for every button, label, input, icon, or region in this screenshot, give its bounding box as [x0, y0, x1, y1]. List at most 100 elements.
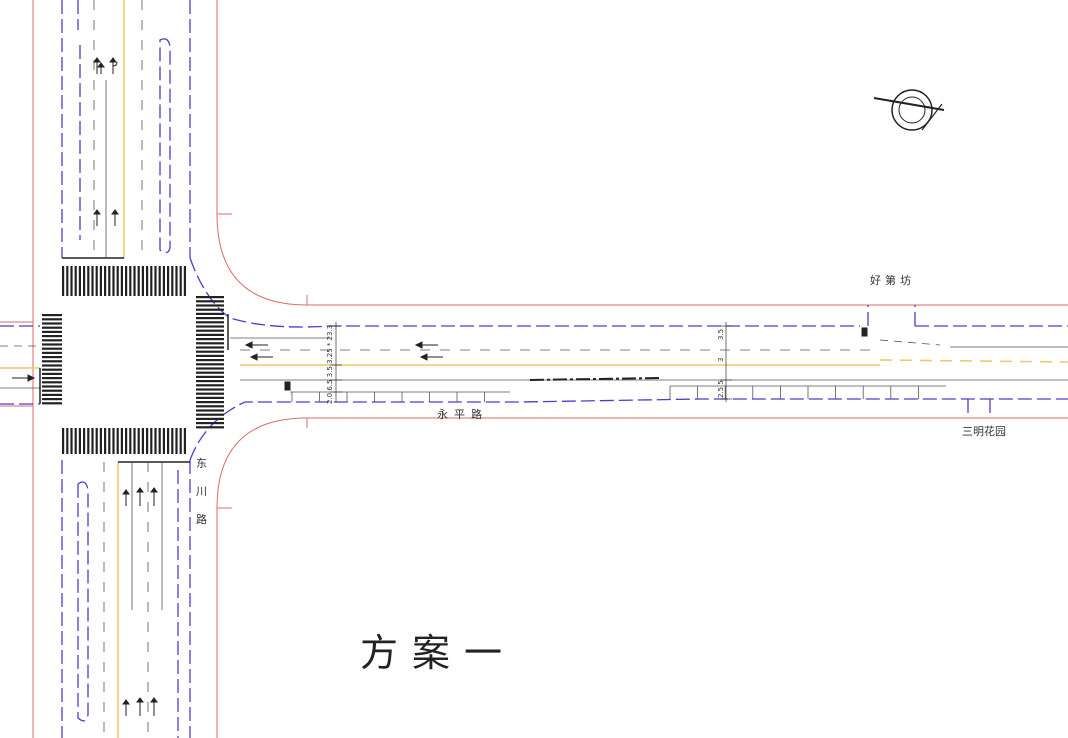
crosswalk-stripe: [196, 338, 224, 341]
crosswalk-stripe: [42, 389, 62, 392]
crosswalk-stripe: [42, 322, 62, 325]
crosswalk-stripe: [42, 339, 62, 342]
arrow-north-1: [93, 57, 105, 74]
crosswalk-stripe: [196, 325, 224, 328]
arrow-south-6: [150, 697, 158, 716]
crosswalk-stripe: [171, 266, 174, 296]
crosswalk-stripe: [112, 266, 115, 296]
arrow-south-5: [136, 697, 144, 716]
crosswalk-stripe: [42, 330, 62, 333]
arrow-south-2: [136, 487, 144, 506]
crosswalk-stripe: [196, 333, 224, 336]
crosswalk-stripe: [42, 398, 62, 401]
crosswalk-stripe: [196, 396, 224, 399]
crosswalk-stripe: [146, 428, 149, 454]
arrow-west-1: [12, 374, 36, 382]
crosswalk-stripe: [78, 266, 81, 296]
crosswalk-stripe: [116, 266, 119, 296]
crosswalk-stripe: [104, 266, 107, 296]
crosswalk-stripe: [179, 428, 182, 454]
plan-title: 方案一: [360, 631, 517, 675]
crosswalk-stripe: [183, 266, 186, 296]
crosswalk-stripe: [133, 428, 136, 454]
crosswalk-stripe: [42, 381, 62, 384]
arrow-east-2: [249, 353, 273, 361]
crosswalk-stripe: [133, 266, 136, 296]
crosswalk-stripe: [66, 266, 69, 296]
crosswalk-stripe: [74, 266, 77, 296]
crosswalk-stripe: [42, 318, 62, 321]
crosswalk-stripe: [42, 368, 62, 371]
crosswalk-stripe: [196, 308, 224, 311]
crosswalk-stripe: [196, 312, 224, 315]
crosswalk-stripe: [196, 417, 224, 420]
crosswalk-stripe: [196, 317, 224, 320]
crosswalk-stripe: [42, 314, 62, 317]
crosswalk-stripe: [95, 428, 98, 454]
dimension-right-mid: 3: [717, 358, 725, 362]
crosswalk-stripe: [120, 266, 123, 296]
dimension-left: 2.0 6.5 3.5 3.25 * 23.3: [326, 325, 334, 404]
crosswalk-stripe: [74, 428, 77, 454]
arrow-east-3: [414, 341, 438, 349]
crosswalk-stripe: [146, 266, 149, 296]
crosswalk-stripe: [108, 266, 111, 296]
crosswalk-south: [62, 428, 186, 454]
crosswalk-stripe: [154, 428, 157, 454]
signal-post-east: [284, 381, 291, 391]
signal-post-north: [861, 327, 868, 337]
arrow-north-4: [111, 209, 119, 226]
crosswalk-stripe: [62, 266, 65, 296]
crosswalk-stripe: [196, 350, 224, 353]
crosswalk-stripe: [129, 266, 132, 296]
crosswalk-stripe: [42, 364, 62, 367]
crosswalk-stripe: [42, 360, 62, 363]
lane-arrows: [12, 57, 868, 716]
crosswalk-stripe: [150, 266, 153, 296]
arrow-east-4: [419, 353, 443, 361]
crosswalk-stripe: [196, 384, 224, 387]
crosswalk-stripe: [125, 266, 128, 296]
crosswalk-stripe: [196, 371, 224, 374]
crosswalk-stripe: [137, 266, 140, 296]
crosswalk-stripe: [196, 296, 224, 299]
crosswalk-west: [42, 314, 62, 405]
crosswalk-stripe: [196, 363, 224, 366]
label-entrance-north: 好第坊: [870, 274, 915, 287]
crosswalk-east: [196, 296, 224, 429]
crosswalk-stripe: [42, 402, 62, 405]
dimension-right-top: 3.5: [717, 329, 725, 340]
crosswalk-stripe: [42, 335, 62, 338]
crosswalk-stripe: [78, 428, 81, 454]
crosswalk-stripe: [196, 342, 224, 345]
crosswalk-stripe: [175, 266, 178, 296]
crosswalk-stripe: [196, 321, 224, 324]
crosswalk-stripe: [167, 266, 170, 296]
crosswalk-stripe: [104, 428, 107, 454]
crosswalk-stripe: [171, 428, 174, 454]
crosswalk-stripe: [158, 428, 161, 454]
crosswalk-stripe: [129, 428, 132, 454]
crosswalk-stripe: [42, 347, 62, 350]
crosswalk-stripe: [125, 428, 128, 454]
crosswalk-stripe: [196, 329, 224, 332]
arrow-east-1: [244, 341, 268, 349]
label-horizontal-road: 永平路: [437, 408, 488, 421]
crosswalk-stripe: [196, 346, 224, 349]
dimension-lines: [330, 322, 732, 402]
crosswalk-stripe: [83, 266, 86, 296]
crosswalk-stripe: [83, 428, 86, 454]
label-entrance-south: 三明花园: [962, 425, 1006, 438]
crosswalk-stripe: [42, 326, 62, 329]
crosswalk-stripe: [196, 354, 224, 357]
crosswalk-stripe: [42, 377, 62, 380]
arrow-south-4: [122, 699, 130, 716]
crosswalk-stripe: [112, 428, 115, 454]
crosswalk-stripe: [99, 266, 102, 296]
crosswalk-stripe: [91, 266, 94, 296]
crosswalk-stripe: [196, 375, 224, 378]
crosswalk-stripe: [42, 351, 62, 354]
